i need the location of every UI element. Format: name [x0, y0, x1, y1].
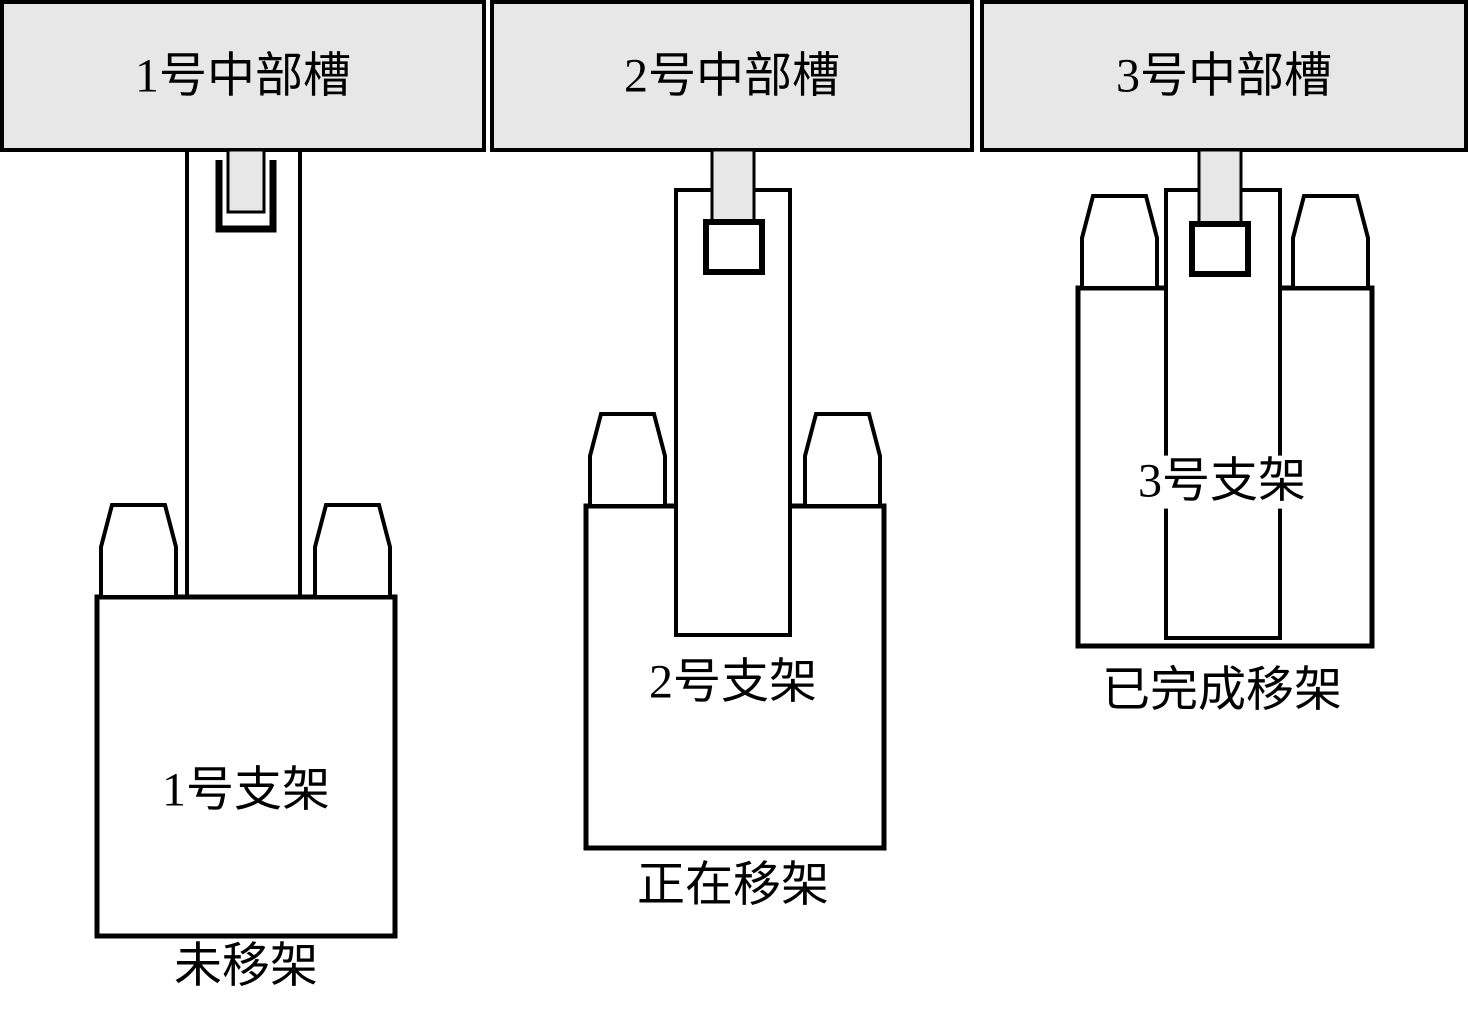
support-leg-right-2: [803, 412, 882, 508]
clevis-bracket-1: [215, 160, 277, 233]
piston-rod-2: [710, 148, 756, 228]
trough-label-2: 2号中部槽: [623, 49, 841, 103]
support-label-2: 2号支架: [648, 655, 818, 709]
support-box-1: [94, 594, 398, 939]
support-leg-right-3: [1291, 194, 1370, 290]
status-label-2: 正在移架: [636, 858, 830, 912]
support-leg-right-1: [313, 503, 392, 599]
piston-rod-3: [1197, 148, 1243, 230]
status-label-1: 未移架: [173, 939, 319, 993]
ram-column-1: [185, 148, 302, 602]
support-leg-left-2: [588, 412, 667, 508]
trough-2-rect: [490, 0, 974, 152]
trough-label-1: 1号中部槽: [134, 49, 352, 103]
support-leg-left-3: [1080, 194, 1159, 290]
trough-label-3: 3号中部槽: [1115, 49, 1333, 103]
rod-end-2: [703, 219, 765, 275]
support-label-1: 1号支架: [161, 763, 331, 817]
trough-1-rect: [0, 0, 486, 152]
rod-end-3: [1189, 221, 1251, 277]
trough-tab-1: [226, 148, 266, 214]
support-leg-left-1: [99, 503, 178, 599]
trough-3-rect: [980, 0, 1468, 152]
support-label-3: 3号支架: [1133, 455, 1311, 509]
status-label-3: 已完成移架: [1101, 663, 1343, 717]
